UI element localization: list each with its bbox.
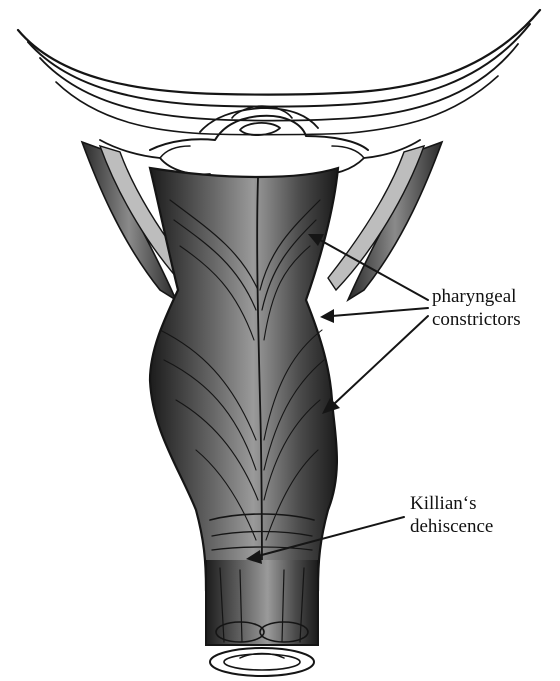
label-line-2: dehiscence [410, 515, 493, 538]
killians-dehiscence-label: Killian‘s dehiscence [410, 492, 493, 538]
arrowhead-middle [320, 309, 334, 323]
arrow-middle [332, 308, 428, 316]
label-line-2: constrictors [432, 308, 521, 331]
pharyngeal-constrictors-label: pharyngeal constrictors [432, 285, 521, 331]
label-line-1: pharyngeal [432, 285, 521, 308]
esophagus [206, 560, 318, 676]
pharynx-body [150, 168, 338, 590]
arrow-inferior [334, 316, 428, 404]
label-line-1: Killian‘s [410, 492, 493, 515]
